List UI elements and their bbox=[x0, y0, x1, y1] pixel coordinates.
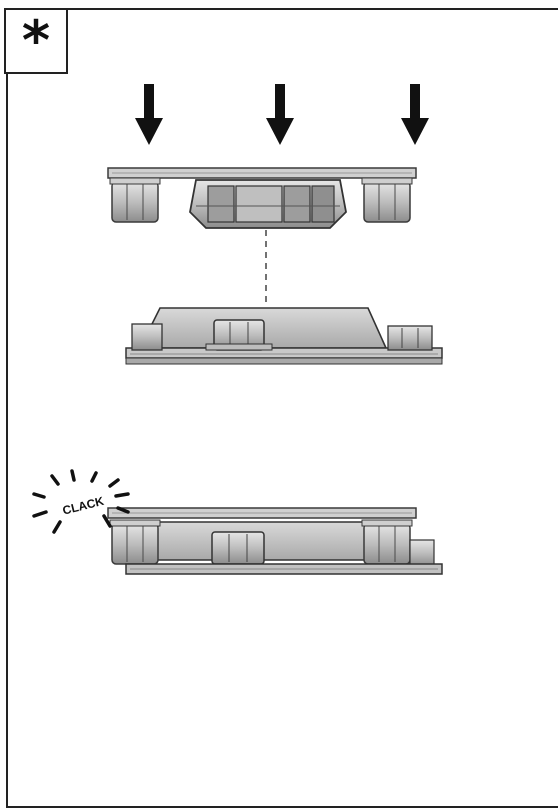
down-arrow-icon bbox=[135, 84, 163, 145]
clack-label: CLACK bbox=[61, 494, 105, 518]
assembled-part bbox=[108, 508, 442, 574]
assembly-diagram: CLACK bbox=[0, 0, 558, 789]
down-arrow-icon bbox=[266, 84, 294, 145]
dome-base-part bbox=[126, 308, 442, 364]
down-arrow-icon bbox=[401, 84, 429, 145]
top-plate-part bbox=[108, 168, 416, 228]
